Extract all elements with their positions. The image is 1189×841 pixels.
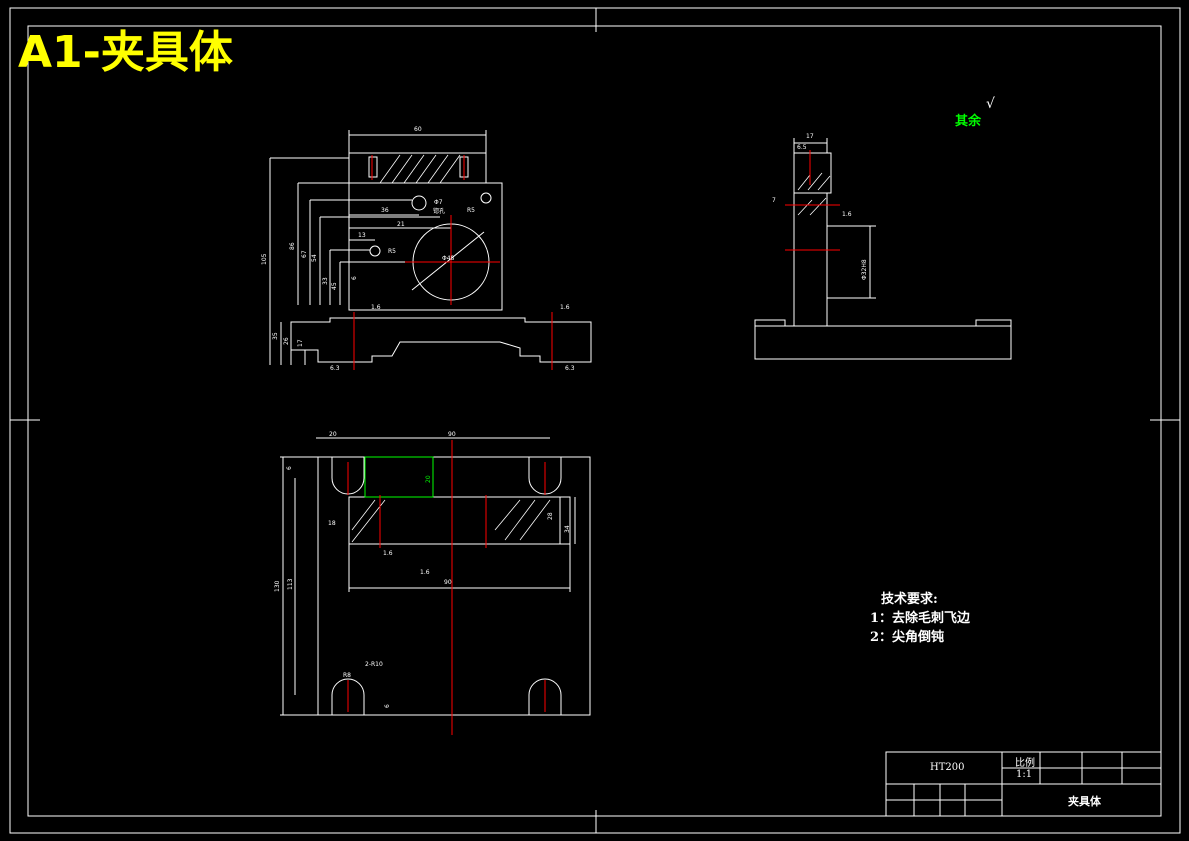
dim-side-7: 7 — [772, 197, 776, 204]
scale-label: 比例 — [1015, 758, 1035, 769]
front-centerlines — [353, 155, 553, 370]
dim-top-20v: 20 — [425, 475, 432, 483]
tech-item-1: 1：去除毛刺飞边 — [870, 611, 971, 626]
front-hatch — [379, 154, 461, 184]
dim-54: 54 — [311, 254, 318, 262]
dim-top-6: 6 — [286, 466, 293, 470]
dim-hole2: 锪孔 — [433, 208, 446, 215]
tech-item-2: 2：尖角倒钝 — [870, 630, 945, 645]
dim-r5b: R5 — [467, 207, 475, 214]
title-block-lines — [885, 751, 1162, 817]
drawing-title: A1-夹具体 — [18, 27, 233, 78]
dim-top-130: 130 — [274, 580, 281, 592]
dim-6: 6 — [351, 276, 358, 280]
roughness-note: 其余 — [955, 114, 982, 129]
dim-26: 26 — [283, 337, 290, 345]
dim-105: 105 — [261, 253, 268, 265]
top-centerlines — [347, 440, 546, 735]
dim-rough3: 6.3 — [330, 365, 340, 372]
dim-top-18: 18 — [328, 520, 336, 527]
dim-top-90b: 90 — [444, 579, 452, 586]
roughness-symbol-icon: √ — [986, 96, 995, 112]
dim-45: 45 — [331, 282, 338, 290]
scale-value: 1:1 — [1016, 769, 1033, 780]
dim-side-65: 6.5 — [797, 144, 807, 151]
material-label: HT200 — [930, 762, 965, 773]
dim-top-34: 34 — [564, 525, 571, 533]
dim-front-width: 60 — [414, 126, 422, 133]
dim-top-rough2: 1.6 — [420, 569, 430, 576]
dim-top-r8: R8 — [343, 672, 351, 679]
dim-35: 35 — [272, 332, 279, 340]
side-view — [754, 138, 1012, 360]
dim-side-rough: 1.6 — [842, 211, 852, 218]
part-name: 夹具体 — [1068, 795, 1101, 808]
dim-rough2: 1.6 — [560, 304, 570, 311]
dim-top-rough1: 1.6 — [383, 550, 393, 557]
top-view — [280, 437, 591, 716]
dim-r5: R5 — [388, 248, 396, 255]
dim-top-6b: 6 — [384, 704, 391, 708]
dim-36: 36 — [381, 207, 389, 214]
dim-67: 67 — [301, 250, 308, 258]
side-centerlines — [785, 150, 840, 251]
dim-rough1: 1.6 — [371, 304, 381, 311]
side-hatch — [797, 172, 831, 216]
dim-side-17: 17 — [806, 133, 814, 140]
front-view — [269, 130, 592, 365]
dim-hole: Φ7 — [434, 199, 443, 206]
dim-big-d: Φ48 — [442, 255, 455, 262]
tech-heading: 技术要求: — [881, 592, 938, 607]
dim-86: 86 — [289, 242, 296, 250]
top-green-box — [364, 456, 434, 498]
dim-13: 13 — [358, 232, 366, 239]
top-hatch — [351, 499, 551, 543]
dim-21: 21 — [397, 221, 405, 228]
sheet-frame — [9, 7, 1181, 834]
dim-rough4: 6.3 — [565, 365, 575, 372]
dim-top-20: 20 — [329, 431, 337, 438]
dim-side-bore: Φ32H8 — [861, 259, 868, 280]
dim-top-r10: 2-R10 — [365, 661, 383, 668]
dim-top-28: 28 — [547, 512, 554, 520]
dim-top-113: 113 — [287, 578, 294, 590]
dim-33: 33 — [322, 277, 329, 285]
dim-top-90: 90 — [448, 431, 456, 438]
dim-17: 17 — [297, 339, 304, 347]
